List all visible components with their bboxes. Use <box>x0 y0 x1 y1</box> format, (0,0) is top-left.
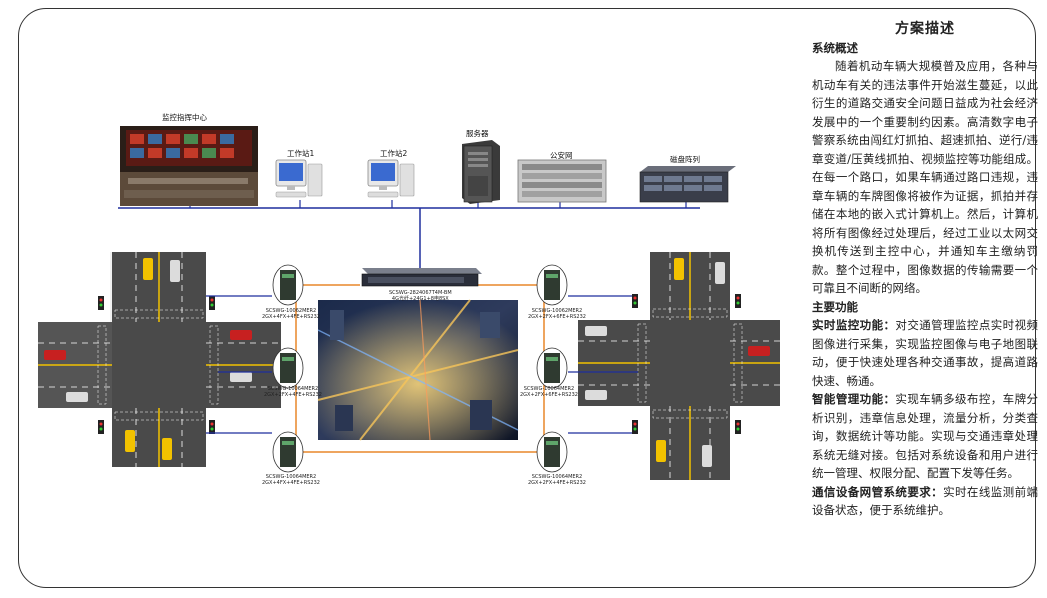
disk-array-icon <box>639 166 736 203</box>
feature-nms: 通信设备网管系统要求：实时在线监测前端设备状态，便于系统维护。 <box>812 483 1038 520</box>
switch-left-mid-label: SCSWG-10064MER2 2GX+2FX+4FE+RS232 <box>264 386 322 398</box>
panel-title: 方案描述 <box>895 21 955 37</box>
server-icon <box>462 140 500 204</box>
feature-realtime-title: 实时监控功能： <box>812 318 896 332</box>
switch-right-mid-label: SCSWG-10064MER2 2GX+2FX+6FE+RS232 <box>520 386 578 398</box>
core-switch-model: SCSWG-2824067T4M-BM <box>389 290 452 296</box>
switch-left-mid-icon <box>272 347 304 389</box>
switch-right-top-icon <box>536 264 568 306</box>
switch-spec: 2GX+4FX+4FE+RS232 <box>262 480 320 486</box>
feature-smart-text: 实现车辆多级布控，车牌分析识别，违章信息处理，流量分析，分类查询，数据统计等功能… <box>812 392 1039 480</box>
label-monitor-center: 监控指挥中心 <box>162 113 207 122</box>
city-night-photo <box>317 299 519 441</box>
switch-right-mid-icon <box>536 347 568 389</box>
workstation2-icon <box>367 159 415 198</box>
switch-spec: 2GX+2FX+4FE+RS232 <box>528 480 586 486</box>
switch-model: SCSWG-10064MER2 <box>523 386 575 392</box>
label-workstation1: 工作站1 <box>287 149 315 158</box>
features-heading: 主要功能 <box>812 299 858 314</box>
switch-right-top-label: SCSWG-10062MER2 2GX+2FX+6FE+RS232 <box>528 308 586 320</box>
core-switch-icon <box>361 268 482 287</box>
switch-right-bot-label: SCSWG-10064MER2 2GX+2FX+4FE+RS232 <box>528 474 586 486</box>
workstation1-icon <box>275 159 323 198</box>
switch-spec: 2GX+2FX+4FE+RS232 <box>264 392 322 398</box>
switch-model: SCSWG-10062MER2 <box>265 308 317 314</box>
switch-left-bot-label: SCSWG-10064MER2 2GX+4FX+4FE+RS232 <box>262 474 320 486</box>
switch-spec: 2GX+2FX+6FE+RS232 <box>528 314 586 320</box>
label-server: 服务器 <box>466 129 489 138</box>
feature-nms-text: 实时在线监测前端设备状态，便于系统维护。 <box>812 484 1039 518</box>
label-police-net: 公安网 <box>550 151 573 160</box>
core-switch-label: SCSWG-2824067T4M-BM 4G光纤+24G1+8电8SX <box>389 290 452 302</box>
switch-left-top-label: SCSWG-10062MER2 2GX+4FX+4FE+RS232 <box>262 308 320 320</box>
label-workstation2: 工作站2 <box>380 149 408 158</box>
switch-model: SCSWG-10064MER2 <box>265 474 317 480</box>
police-net-equipment-icon <box>517 159 607 203</box>
switch-model: SCSWG-10064MER2 <box>531 474 583 480</box>
feature-realtime-text: 对交通管理监控点实时视频图像进行采集，实现监控图像与电子地图联动，便于快速处理各… <box>812 318 1039 388</box>
feature-smart-title: 智能管理功能： <box>812 392 896 406</box>
feature-smart: 智能管理功能：实现车辆多级布控，车牌分析识别，违章信息处理，流量分析，分类查询，… <box>812 390 1038 483</box>
switch-spec: 2GX+4FX+4FE+RS232 <box>262 314 320 320</box>
switch-right-bot-icon <box>536 431 568 473</box>
network-diagram <box>38 126 780 480</box>
left-intersection <box>38 252 281 467</box>
overview-text: 随着机动车辆大规模普及应用，各种与机动车有关的违法事件开始滋生蔓延，以此衍生的道… <box>812 59 1038 295</box>
switch-spec: 2GX+2FX+6FE+RS232 <box>520 392 578 398</box>
feature-realtime: 实时监控功能：对交通管理监控点实时视频图像进行采集，实现监控图像与电子地图联动，… <box>812 316 1038 390</box>
label-disk-array: 磁盘阵列 <box>670 155 700 164</box>
monitor-center-image <box>120 126 258 206</box>
switch-model: SCSWG-10062MER2 <box>531 308 583 314</box>
switch-model: SCSWG-10064MER2 <box>267 386 319 392</box>
switch-left-top-icon <box>272 264 304 306</box>
right-intersection <box>578 252 780 480</box>
switch-left-bot-icon <box>272 431 304 473</box>
core-switch-spec: 4G光纤+24G1+8电8SX <box>391 296 449 302</box>
feature-nms-title: 通信设备网管系统要求： <box>812 484 944 499</box>
diagram-frame <box>18 8 1036 588</box>
overview-heading: 系统概述 <box>812 40 858 55</box>
description-panel: 方案描述 系统概述 随着机动车辆大规模普及应用，各种与机动车有关的违法事件开始滋… <box>812 20 1038 520</box>
